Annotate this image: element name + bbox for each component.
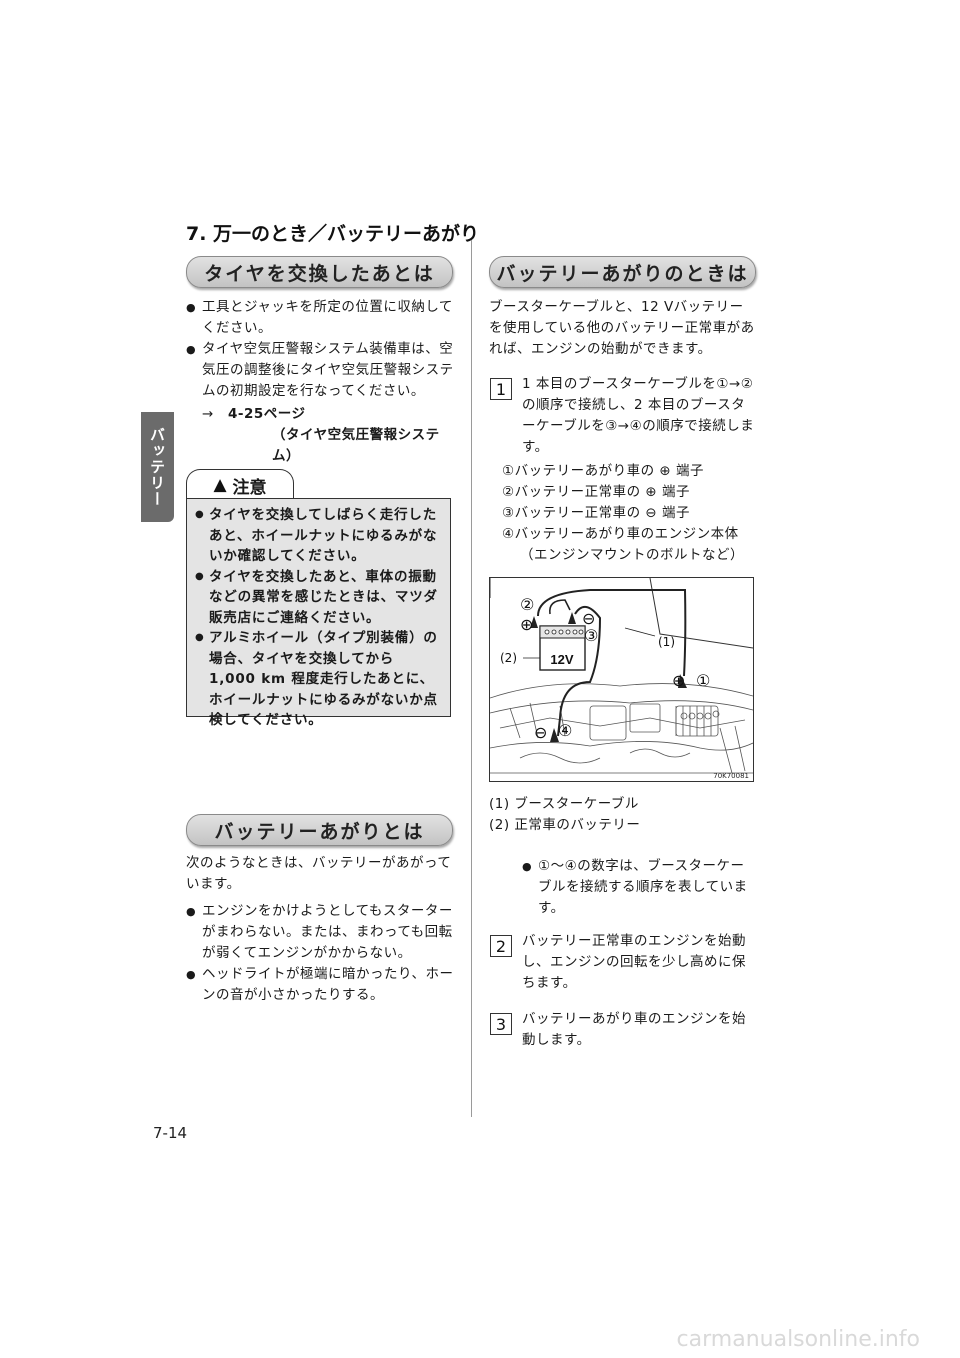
section-heading-tire: タイヤを交換したあとは [186, 256, 453, 288]
clamp-3 [568, 612, 576, 624]
caution-bullet-1: タイヤを交換してしばらく走行したあと、ホイールナットにゆるみがないか確認してくだ… [195, 505, 442, 567]
clamp-2 [530, 616, 538, 628]
step-3-text: バッテリーあがり車のエンジンを始動します。 [522, 1011, 746, 1048]
column-divider [471, 240, 472, 1117]
battery-symptom-2: ヘッドライトが極端に暗かったり、ホーンの音が小さかったりする。 [186, 964, 454, 1006]
terminal-4-note: （エンジンマウントのボルトなど） [520, 547, 744, 563]
tire-bullet-2: タイヤ空気圧警報システム装備車は、空気圧の調整後にタイヤ空気圧警報システムの初期… [186, 339, 454, 402]
tire-instructions: 工具とジャッキを所定の位置に収納してください。 タイヤ空気圧警報システム装備車は… [186, 297, 454, 467]
figure-code: 70K70081 [713, 772, 749, 780]
label-normal-battery: (2) [500, 651, 517, 665]
page-number: 7-14 [153, 1124, 188, 1142]
legend-item-1: (1) ブースターケーブル [489, 796, 639, 812]
number-1: ① [696, 671, 710, 690]
warning-triangle-icon: ▲ [213, 475, 227, 495]
plus-terminal-2: ⊕ [520, 615, 533, 634]
tire-bullet-1: 工具とジャッキを所定の位置に収納してください。 [186, 297, 454, 339]
side-tab-label: バッテリー [148, 427, 166, 507]
jump-start-diagram: 12V (1) (2) ② ⊕ ⊖ ③ ⊕ ① ⊖ ④ 70K70081 [489, 577, 754, 782]
battery-dead-description: 次のようなときは、バッテリーがあがっています。 エンジンをかけようとしてもスター… [186, 853, 454, 1006]
legend-item-2: (2) 正常車のバッテリー [489, 817, 641, 833]
caution-bullet-2: タイヤを交換したあと、車体の振動などの異常を感じたときは、マツダ販売店にご連絡く… [195, 567, 442, 629]
terminal-list: ①バッテリーあがり車の ⊕ 端子 ②バッテリー正常車の ⊕ 端子 ③バッテリー正… [502, 461, 757, 566]
number-4: ④ [558, 721, 572, 740]
caution-bullet-3: アルミホイール（タイプ別装備）の場合、タイヤを交換してから 1,000 km 程… [195, 628, 442, 731]
caution-box: タイヤを交換してしばらく走行したあと、ホイールナットにゆるみがないか確認してくだ… [186, 498, 451, 728]
positive-cable [537, 589, 687, 677]
step-2-marker: 2 [490, 935, 512, 957]
terminal-list-block: ①バッテリーあがり車の ⊕ 端子 ②バッテリー正常車の ⊕ 端子 ③バッテリー正… [502, 461, 757, 566]
terminal-3: ③バッテリー正常車の ⊖ 端子 [502, 505, 690, 521]
clamp-1 [678, 674, 687, 688]
order-note-list: ①～④の数字は、ブースターケーブルを接続する順序を表しています。 [522, 856, 756, 919]
step-3-marker: 3 [490, 1013, 512, 1035]
minus-terminal-3: ⊖ [582, 609, 595, 628]
section-heading-jump-start: バッテリーあがりのときは [489, 256, 756, 288]
battery-symptom-list: エンジンをかけようとしてもスターターがまわらない。または、まわっても回転が弱くて… [186, 901, 454, 1006]
number-2: ② [520, 595, 534, 614]
battery-voltage-label: 12V [550, 652, 573, 667]
plus-terminal-1: ⊕ [672, 671, 685, 690]
label-booster-cable: (1) [658, 635, 675, 649]
terminal-4: ④バッテリーあがり車のエンジン本体 [502, 526, 739, 542]
caution-label: 注意 [232, 477, 267, 498]
reference-arrow: → [202, 406, 214, 422]
minus-terminal-4: ⊖ [534, 723, 547, 742]
page-reference: → 4-25ページ （タイヤ空気圧警報システム） [186, 404, 454, 467]
reference-system: （タイヤ空気圧警報システム） [272, 427, 440, 464]
step-2-text: バッテリー正常車のエンジンを始動し、エンジンの回転を少し高めに保ちます。 [522, 933, 746, 991]
battery-dead-intro: 次のようなときは、バッテリーがあがっています。 [186, 855, 452, 892]
hood-outline [489, 577, 754, 649]
battery-symptom-1: エンジンをかけようとしてもスターターがまわらない。または、まわっても回転が弱くて… [186, 901, 454, 964]
order-note-text: ①～④の数字は、ブースターケーブルを接続する順序を表しています。 [522, 856, 756, 919]
engine-bay-lines [489, 683, 754, 774]
figure-legend: (1) ブースターケーブル (2) 正常車のバッテリー [489, 794, 757, 836]
cable-loop [548, 599, 571, 615]
caution-header: ▲ 注意 [186, 469, 294, 500]
reference-page: 4-25ページ [228, 406, 306, 422]
caution-bullet-list: タイヤを交換してしばらく走行したあと、ホイールナットにゆるみがないか確認してくだ… [195, 505, 442, 731]
chapter-title: 7. 万一のとき／バッテリーあがり [186, 223, 480, 245]
jump-start-intro: ブースターケーブルと、12 Vバッテリーを使用している他のバッテリー正常車があれ… [489, 299, 755, 357]
tire-bullet-list: 工具とジャッキを所定の位置に収納してください。 タイヤ空気圧警報システム装備車は… [186, 297, 454, 402]
order-note: ①～④の数字は、ブースターケーブルを接続する順序を表しています。 [522, 856, 756, 919]
number-3: ③ [584, 626, 598, 645]
step-1-marker: 1 [490, 378, 512, 400]
clamp-4 [550, 728, 559, 742]
watermark-text: carmanualsonline.info [676, 1327, 920, 1352]
terminal-1: ①バッテリーあがり車の ⊕ 端子 [502, 463, 704, 479]
chapter-side-tab: バッテリー [141, 412, 174, 522]
negative-cable [557, 606, 602, 737]
step-1-text: 1 本目のブースターケーブルを①→②の順序で接続し、2 本目のブースターケーブル… [522, 376, 755, 455]
section-heading-battery-dead: バッテリーあがりとは [186, 814, 453, 846]
terminal-2: ②バッテリー正常車の ⊕ 端子 [502, 484, 690, 500]
good-battery [539, 625, 586, 671]
leader-line-1 [624, 627, 656, 637]
engine-bay-illustration: 12V (1) (2) ② ⊕ ⊖ ③ ⊕ ① ⊖ ④ [489, 577, 754, 774]
